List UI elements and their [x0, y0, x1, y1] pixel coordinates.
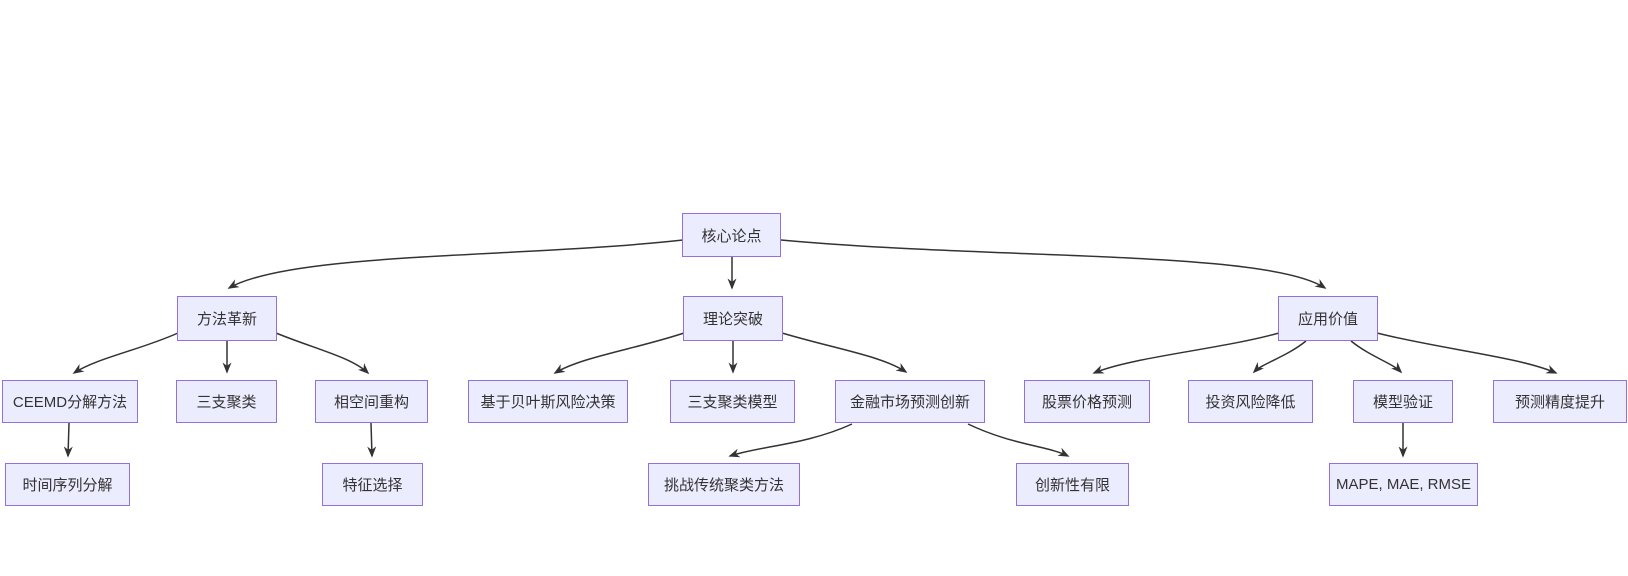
edge-method-phase — [275, 332, 370, 375]
edge-application-risk — [1252, 340, 1307, 374]
node-method-innovation: 方法革新 — [177, 296, 277, 341]
edge-root-application — [780, 239, 1327, 289]
node-mape-mae-rmse-metrics: MAPE, MAE, RMSE — [1329, 463, 1478, 506]
node-ceemd-decomposition-method: CEEMD分解方法 — [2, 380, 138, 423]
node-bayesian-risk-decision: 基于贝叶斯风险决策 — [468, 380, 628, 423]
edge-theory-bayes — [553, 332, 685, 374]
node-phase-space-reconstruction: 相空间重构 — [315, 380, 428, 423]
edge-method-ceemd — [72, 332, 179, 374]
edge-fininnov-challenge — [728, 423, 853, 458]
node-theory-breakthrough: 理论突破 — [683, 296, 783, 341]
node-model-validation: 模型验证 — [1353, 380, 1453, 423]
edge-fininnov-limited — [967, 423, 1070, 457]
node-prediction-accuracy-improvement: 预测精度提升 — [1493, 380, 1627, 423]
edge-root-method — [227, 239, 684, 289]
node-application-value: 应用价值 — [1278, 296, 1378, 341]
node-financial-market-prediction-innovation: 金融市场预测创新 — [835, 380, 985, 423]
node-challenge-traditional-clustering: 挑战传统聚类方法 — [648, 463, 800, 506]
node-investment-risk-reduction: 投资风险降低 — [1188, 380, 1313, 423]
node-three-way-clustering: 三支聚类 — [176, 380, 277, 423]
edge-theory-fininnov — [781, 332, 908, 373]
edge-application-stock — [1092, 332, 1280, 374]
node-feature-selection: 特征选择 — [322, 463, 423, 506]
node-time-series-decomposition: 时间序列分解 — [5, 463, 130, 506]
edge-application-precision — [1376, 332, 1558, 374]
edge-application-validation — [1350, 340, 1403, 374]
node-limited-novelty: 创新性有限 — [1016, 463, 1129, 506]
node-three-way-clustering-model: 三支聚类模型 — [670, 380, 795, 423]
edge-ceemd-tsdecomp — [63, 422, 73, 458]
node-core-argument: 核心论点 — [682, 213, 781, 257]
node-stock-price-prediction: 股票价格预测 — [1024, 380, 1150, 423]
edge-phase-feature — [367, 422, 377, 458]
